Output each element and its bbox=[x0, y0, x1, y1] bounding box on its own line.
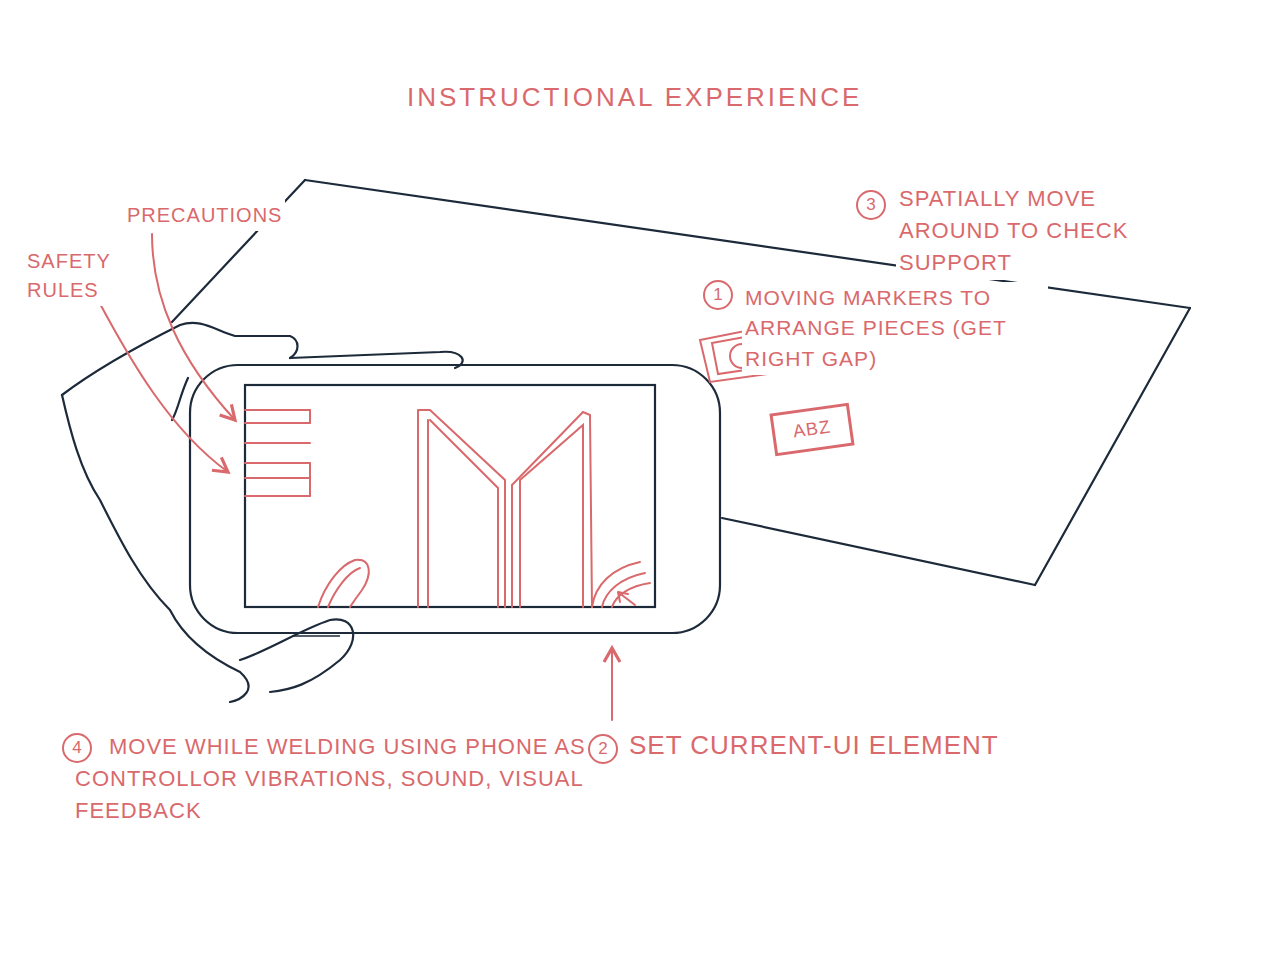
callout-number: 4 bbox=[62, 733, 92, 763]
callout-number: 1 bbox=[703, 280, 733, 310]
callout-number: 2 bbox=[588, 734, 618, 764]
ui-label: SAFETY RULES bbox=[24, 246, 135, 306]
step-note: SET CURRENT-UI ELEMENT bbox=[626, 726, 1002, 766]
callout-number: 3 bbox=[856, 190, 886, 220]
ui-label: PRECAUTIONS bbox=[124, 200, 285, 231]
title: INSTRUCTIONAL EXPERIENCE bbox=[404, 78, 865, 118]
marker-card: ABZ bbox=[769, 403, 854, 457]
step-note: MOVING MARKERS TO ARRANGE PIECES (GET RI… bbox=[742, 282, 1048, 375]
step-note: MOVE WHILE WELDING USING PHONE AS CONTRO… bbox=[72, 730, 688, 828]
marker-text: ABZ bbox=[792, 416, 832, 441]
step-note: SPATIALLY MOVE AROUND TO CHECK SUPPORT bbox=[896, 182, 1170, 280]
